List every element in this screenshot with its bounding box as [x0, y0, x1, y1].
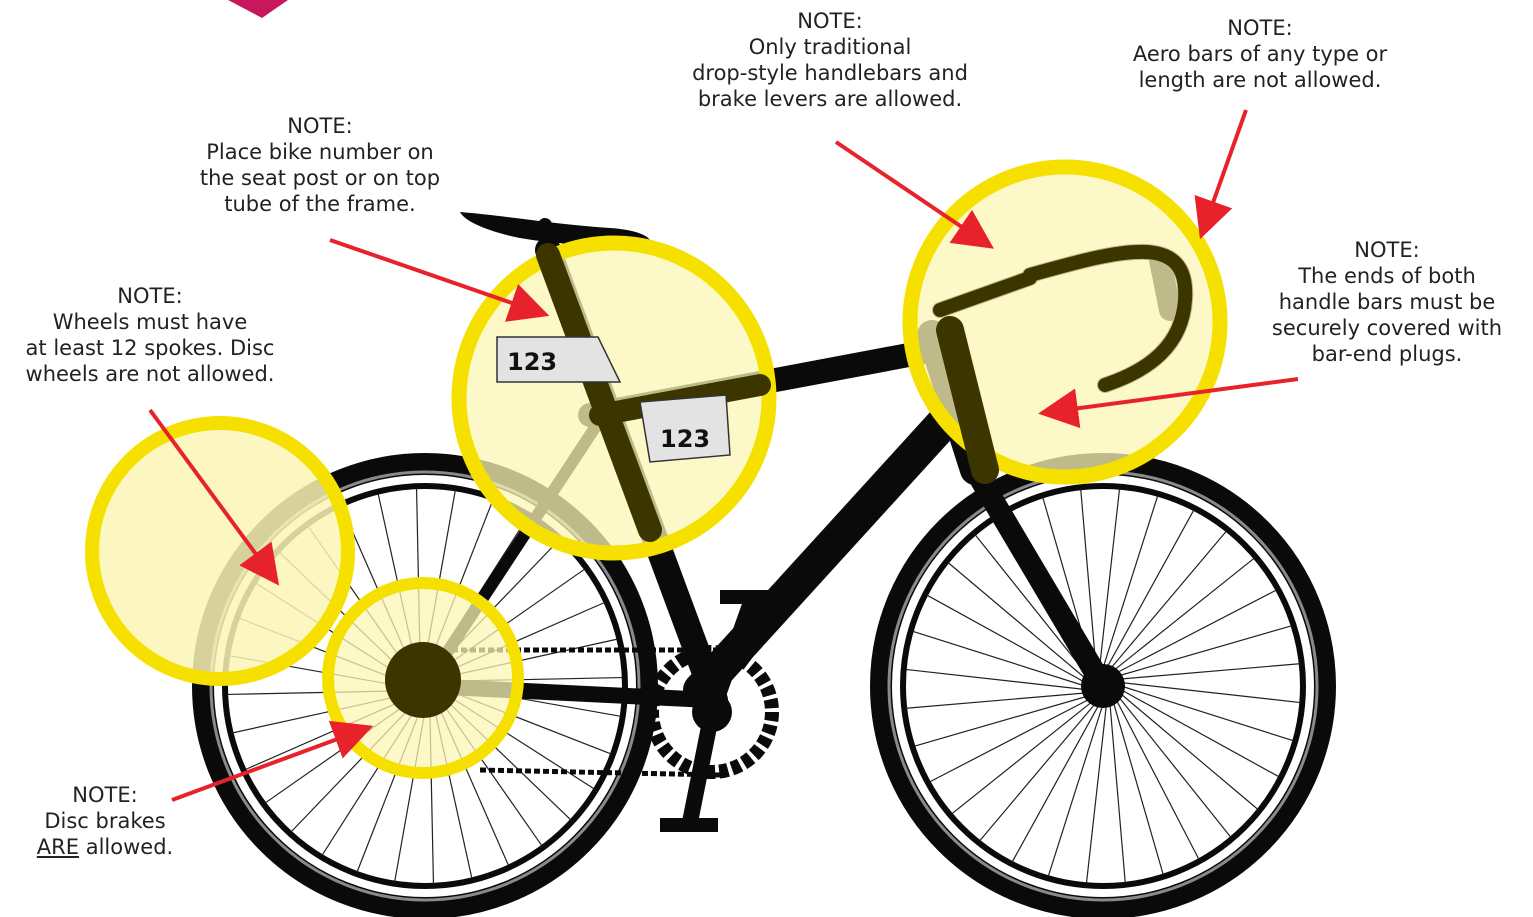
spoke — [1113, 701, 1163, 875]
note-disc-brakes: NOTE: Disc brakes ARE allowed. — [30, 782, 180, 860]
note-handlebars-heading: NOTE: — [680, 8, 980, 34]
note-bar-ends-line-1: The ends of both — [1247, 263, 1527, 289]
note-disc-brakes-heading: NOTE: — [30, 782, 180, 808]
spoke — [1118, 626, 1292, 676]
arrow-aero — [1204, 110, 1246, 228]
note-aero: NOTE: Aero bars of any type or length ar… — [1110, 15, 1410, 93]
note-disc-brakes-emphasis: ARE — [37, 835, 79, 859]
spoke — [1086, 704, 1106, 884]
spoke — [980, 703, 1096, 841]
spoke — [930, 699, 1091, 782]
spoke — [1116, 699, 1199, 860]
note-seat-heading: NOTE: — [170, 113, 470, 139]
note-wheels-line-1: Wheels must have — [0, 309, 300, 335]
note-seat-line-2: the seat post or on top — [170, 165, 470, 191]
note-handlebars: NOTE: Only traditional drop-style handle… — [680, 8, 980, 112]
spoke — [906, 693, 1086, 708]
spoke — [906, 669, 1086, 689]
spoke — [1113, 558, 1254, 671]
note-wheels-line-3: wheels are not allowed. — [0, 361, 300, 387]
accent-mark — [228, 0, 288, 18]
spoke — [1120, 664, 1300, 679]
note-aero-line-2: length are not allowed. — [1110, 67, 1410, 93]
note-bar-ends-line-3: securely covered with — [1247, 315, 1527, 341]
spoke — [1121, 682, 1301, 702]
spoke — [1120, 693, 1258, 809]
note-wheels-heading: NOTE: — [0, 283, 300, 309]
bike-number-tag-seatpost: 123 — [497, 337, 620, 382]
spoke — [1099, 489, 1119, 669]
note-handlebars-line-1: Only traditional — [680, 34, 980, 60]
note-handlebars-line-2: drop-style handlebars and — [680, 60, 980, 86]
note-wheels-line-2: at least 12 spokes. Disc — [0, 335, 300, 361]
spoke — [1012, 704, 1099, 862]
spoke — [1110, 531, 1226, 669]
note-aero-heading: NOTE: — [1110, 15, 1410, 41]
spoke — [1116, 590, 1277, 673]
spoke — [1121, 690, 1279, 777]
spoke — [1118, 696, 1231, 837]
note-disc-brakes-line-1: Disc brakes — [30, 808, 180, 834]
tag-number-1: 123 — [507, 348, 557, 376]
note-seat-line-3: tube of the frame. — [170, 191, 470, 217]
note-disc-brakes-line-2: ARE allowed. — [30, 834, 180, 860]
spoke — [914, 696, 1088, 746]
note-aero-line-1: Aero bars of any type or — [1110, 41, 1410, 67]
note-disc-brakes-line-2-rest: allowed. — [79, 835, 173, 859]
tag-number-2: 123 — [660, 425, 710, 453]
spoke — [1110, 703, 1125, 883]
note-bar-ends-heading: NOTE: — [1247, 237, 1527, 263]
note-seat-line-1: Place bike number on — [170, 139, 470, 165]
note-wheels: NOTE: Wheels must have at least 12 spoke… — [0, 283, 300, 387]
spoke — [952, 701, 1093, 814]
arrow-handlebars — [836, 142, 984, 242]
note-bar-ends-line-2: handle bars must be — [1247, 289, 1527, 315]
note-bar-ends: NOTE: The ends of both handle bars must … — [1247, 237, 1527, 367]
note-seat: NOTE: Place bike number on the seat post… — [170, 113, 470, 217]
spoke — [1107, 510, 1194, 668]
note-handlebars-line-3: brake levers are allowed. — [680, 86, 980, 112]
note-bar-ends-line-4: bar-end plugs. — [1247, 341, 1527, 367]
highlight-circle-wheel — [92, 423, 348, 679]
bike-number-tag-toptube: 123 — [640, 395, 730, 462]
